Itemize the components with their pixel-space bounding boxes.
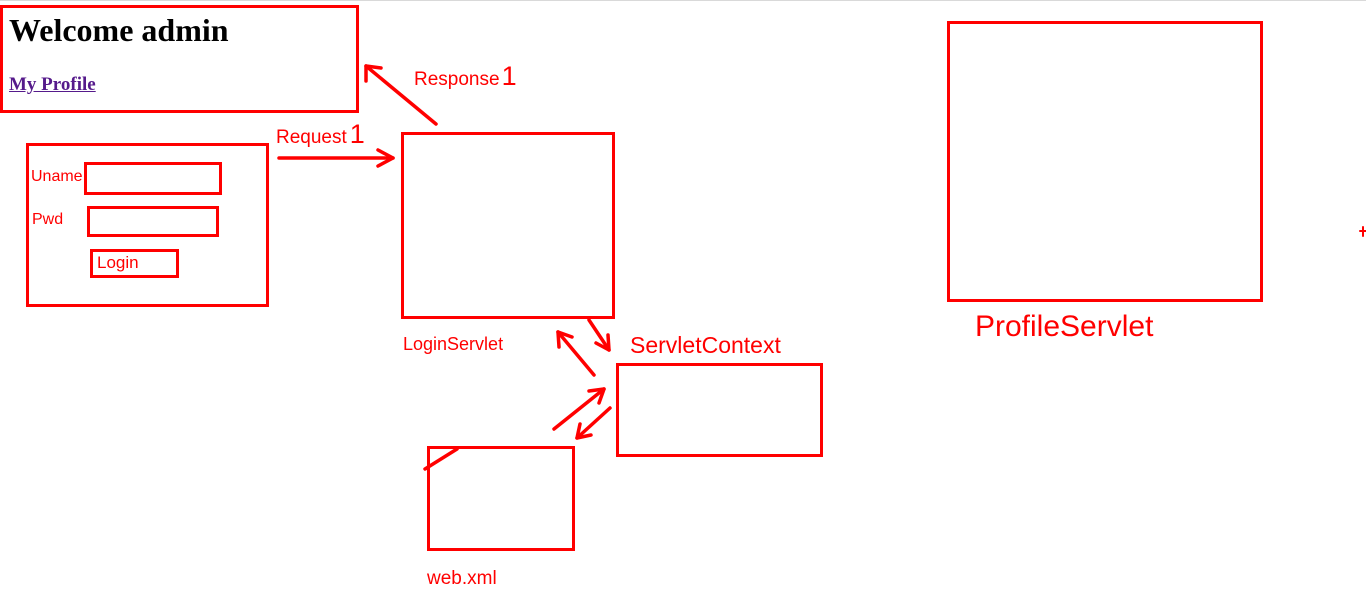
- password-field[interactable]: [87, 206, 219, 237]
- web-xml-label: web.xml: [427, 568, 497, 589]
- password-label: Pwd: [32, 211, 64, 228]
- response-number: 1: [501, 61, 517, 91]
- edge-tick-mark: [1359, 226, 1366, 237]
- request-text: Request: [276, 127, 347, 148]
- username-field[interactable]: [84, 162, 222, 195]
- webxml-to-context-arrow: [552, 387, 606, 431]
- my-profile-link[interactable]: My Profile: [9, 74, 96, 95]
- login-button-label: Login: [97, 253, 139, 272]
- top-divider: [0, 0, 1366, 1]
- servlet-context-box: [616, 363, 823, 457]
- servlet-to-context-arrow: [587, 318, 611, 352]
- login-button[interactable]: [90, 249, 179, 278]
- profile-servlet-box: [947, 21, 1263, 302]
- login-form-box: [26, 143, 269, 307]
- servlet-context-label: ServletContext: [630, 332, 781, 358]
- login-servlet-box: [401, 132, 615, 319]
- request-arrow: [277, 148, 395, 168]
- context-to-servlet-arrow: [556, 330, 596, 377]
- response-arrow: [364, 64, 438, 126]
- profile-servlet-label: ProfileServlet: [975, 310, 1154, 343]
- response-text: Response: [414, 69, 500, 90]
- response-label: Response1: [414, 63, 517, 90]
- web-xml-box: [427, 446, 575, 551]
- login-servlet-label: LoginServlet: [403, 334, 504, 354]
- webxml-corner-stroke: [423, 447, 459, 471]
- context-to-webxml-arrow: [575, 406, 612, 440]
- username-label: Uname: [31, 168, 83, 185]
- welcome-heading: Welcome admin: [9, 12, 229, 48]
- request-number: 1: [349, 119, 365, 149]
- welcome-page-box: [0, 5, 359, 113]
